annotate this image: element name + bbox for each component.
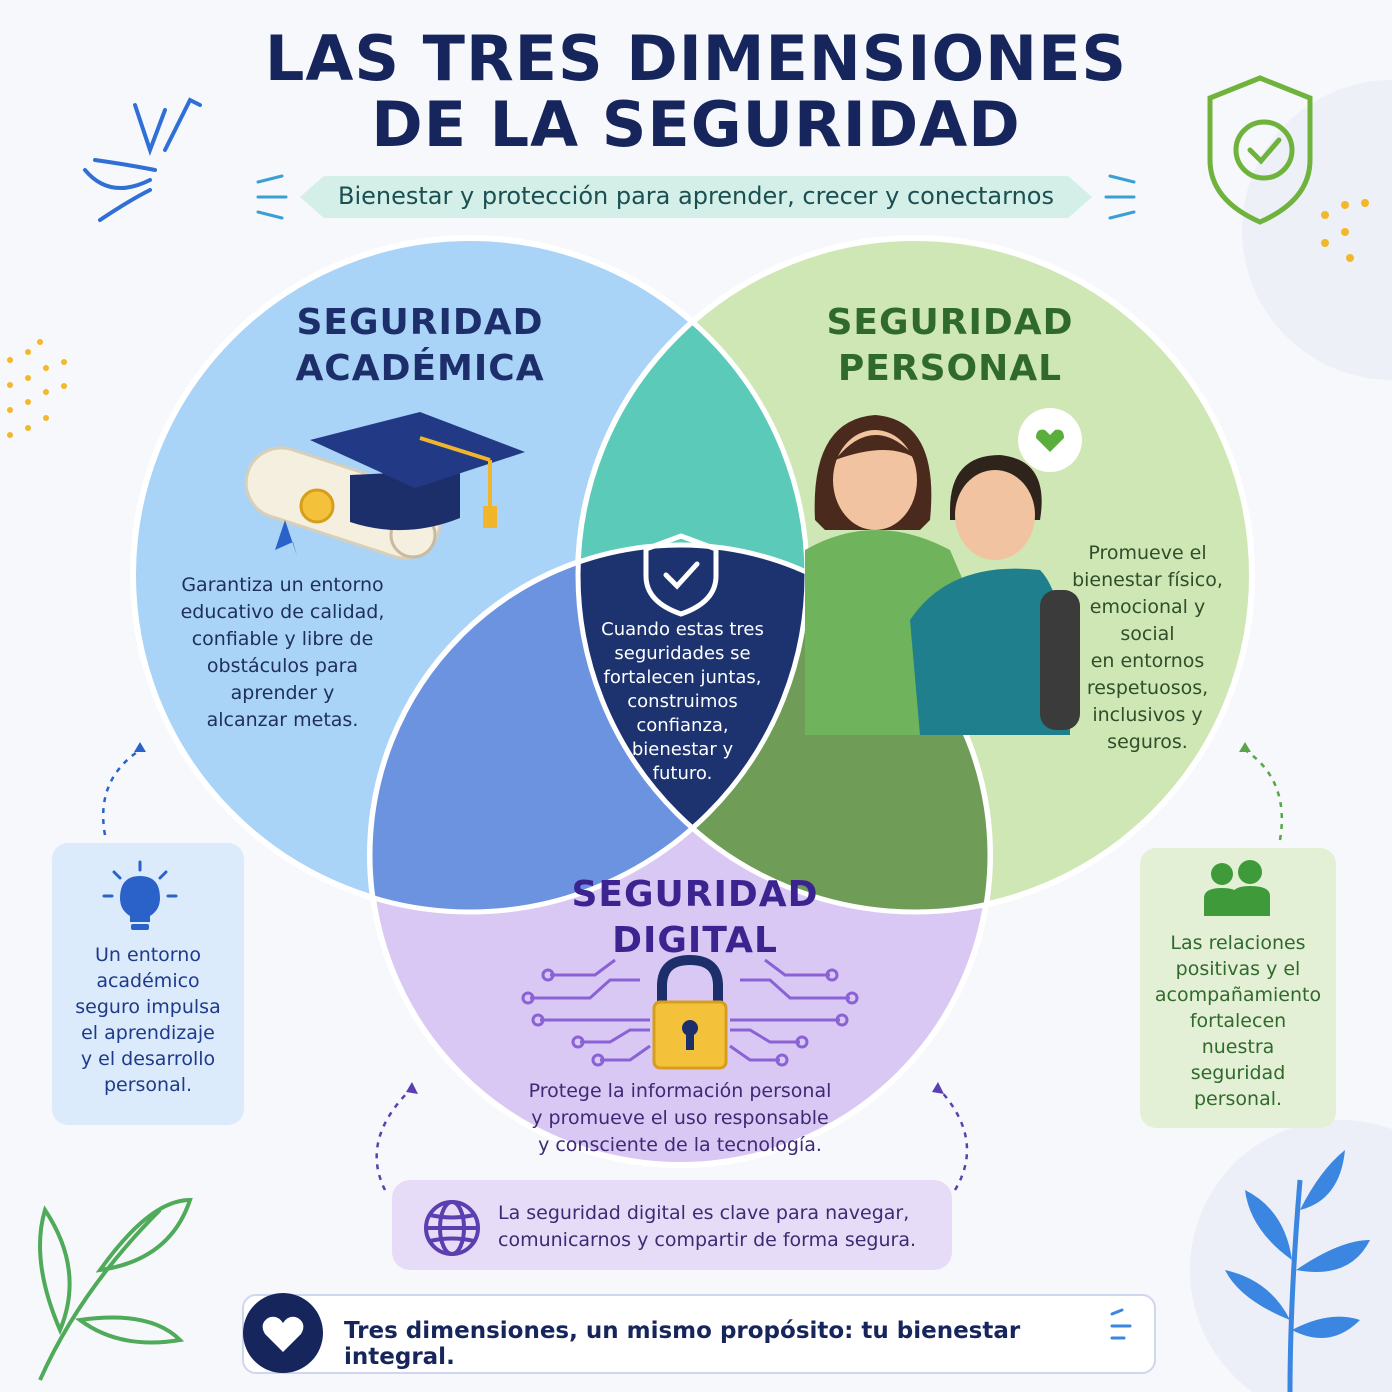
personal-description-line: seguros. xyxy=(1107,731,1188,753)
center-message-line: Cuando estas tres xyxy=(601,619,764,640)
center-message-line: construimos xyxy=(627,691,738,712)
academic-description-line: aprender y xyxy=(230,682,335,704)
padlock-icon xyxy=(521,954,859,1070)
center-message-line: confianza, xyxy=(636,715,729,736)
accent-dashes-decoration xyxy=(1110,1308,1132,1340)
personal-side-line: personal. xyxy=(1193,1088,1283,1110)
subtitle: Bienestar y protección para aprender, cr… xyxy=(338,182,1054,210)
personal-description: Promueve el bienestar físico, emocional … xyxy=(1060,540,1235,756)
academic-description-line: confiable y libre de xyxy=(191,628,374,650)
personal-side-text: Las relaciones positivas y el acompañami… xyxy=(1146,930,1330,1112)
digital-description-line: y promueve el uso responsable xyxy=(531,1107,829,1129)
digital-description: Protege la información personal y promue… xyxy=(500,1078,860,1159)
academic-side-line: académico xyxy=(96,970,200,992)
personal-title-line-2: PERSONAL xyxy=(837,348,1063,389)
digital-info-text: La seguridad digital es clave para naveg… xyxy=(498,1200,928,1254)
lightbulb-icon xyxy=(102,860,178,930)
shield-check-icon xyxy=(643,533,719,617)
personal-description-line: bienestar físico, xyxy=(1072,569,1223,591)
academic-side-line: el aprendizaje xyxy=(81,1022,215,1044)
personal-side-line: positivas y el xyxy=(1175,958,1301,980)
academic-description-line: alcanzar metas. xyxy=(206,709,359,731)
personal-side-line: Las relaciones xyxy=(1170,932,1306,954)
graduation-cap-icon xyxy=(244,412,525,560)
mother-and-child-icon xyxy=(805,408,1082,735)
center-message: Cuando estas tres seguridades se fortale… xyxy=(590,618,775,786)
digital-info-box xyxy=(392,1180,952,1270)
academic-description-line: educativo de calidad, xyxy=(180,601,385,623)
academic-side-line: personal. xyxy=(103,1074,193,1096)
center-message-line: bienestar y xyxy=(631,739,734,760)
digital-info-line: comunicarnos y compartir de forma segura… xyxy=(498,1229,917,1251)
center-message-line: futuro. xyxy=(652,763,713,784)
personal-side-line: seguridad xyxy=(1190,1062,1286,1084)
digital-description-line: Protege la información personal xyxy=(528,1080,832,1102)
digital-description-line: y consciente de la tecnología. xyxy=(538,1134,822,1156)
digital-title-line-2: DIGITAL xyxy=(612,920,778,961)
people-icon xyxy=(1204,860,1270,916)
personal-side-line: fortalecen xyxy=(1189,1010,1287,1032)
academic-side-line: y el desarrollo xyxy=(80,1048,216,1070)
subtitle-ribbon xyxy=(300,176,1092,218)
shield-outline-icon xyxy=(1207,75,1313,225)
title-line-1: LAS TRES DIMENSIONES xyxy=(264,22,1128,95)
sprig-decoration xyxy=(83,97,202,222)
digital-title-line-1: SEGURIDAD xyxy=(571,874,819,915)
personal-description-line: inclusivos y xyxy=(1092,704,1203,726)
center-message-line: fortalecen juntas, xyxy=(603,667,762,688)
personal-description-line: Promueve el xyxy=(1088,542,1207,564)
closing-banner xyxy=(242,1294,1156,1374)
page-title: LAS TRES DIMENSIONES DE LA SEGURIDAD xyxy=(0,26,1392,158)
academic-side-text: Un entorno académico seguro impulsa el a… xyxy=(60,942,236,1098)
academic-title-line-2: ACADÉMICA xyxy=(295,348,545,389)
heart-icon xyxy=(243,1293,323,1373)
academic-side-line: Un entorno xyxy=(95,944,201,966)
personal-side-line: nuestra xyxy=(1201,1036,1275,1058)
personal-description-line: en entornos xyxy=(1090,650,1205,672)
digital-title: SEGURIDAD DIGITAL xyxy=(540,872,850,964)
leaf-decoration xyxy=(38,1197,193,1381)
personal-title: SEGURIDAD PERSONAL xyxy=(800,300,1100,392)
title-line-2: DE LA SEGURIDAD xyxy=(371,88,1021,161)
center-message-line: seguridades se xyxy=(614,643,751,664)
academic-description: Garantiza un entorno educativo de calida… xyxy=(170,572,395,734)
academic-title: SEGURIDAD ACADÉMICA xyxy=(270,300,570,392)
leaf-decoration xyxy=(1225,1150,1370,1392)
academic-description-line: Garantiza un entorno xyxy=(181,574,384,596)
personal-title-line-1: SEGURIDAD xyxy=(826,302,1074,343)
globe-icon xyxy=(424,1200,480,1256)
academic-side-line: seguro impulsa xyxy=(75,996,221,1018)
digital-info-line: La seguridad digital es clave para naveg… xyxy=(498,1202,910,1224)
personal-description-line: respetuosos, xyxy=(1086,677,1209,699)
academic-description-line: obstáculos para xyxy=(206,655,359,677)
personal-description-line: emocional y social xyxy=(1089,596,1206,645)
dots-decoration xyxy=(7,199,1369,438)
academic-title-line-1: SEGURIDAD xyxy=(296,302,544,343)
closing-message: Tres dimensiones, un mismo propósito: tu… xyxy=(344,1318,1021,1370)
personal-side-line: acompañamiento xyxy=(1154,984,1322,1006)
